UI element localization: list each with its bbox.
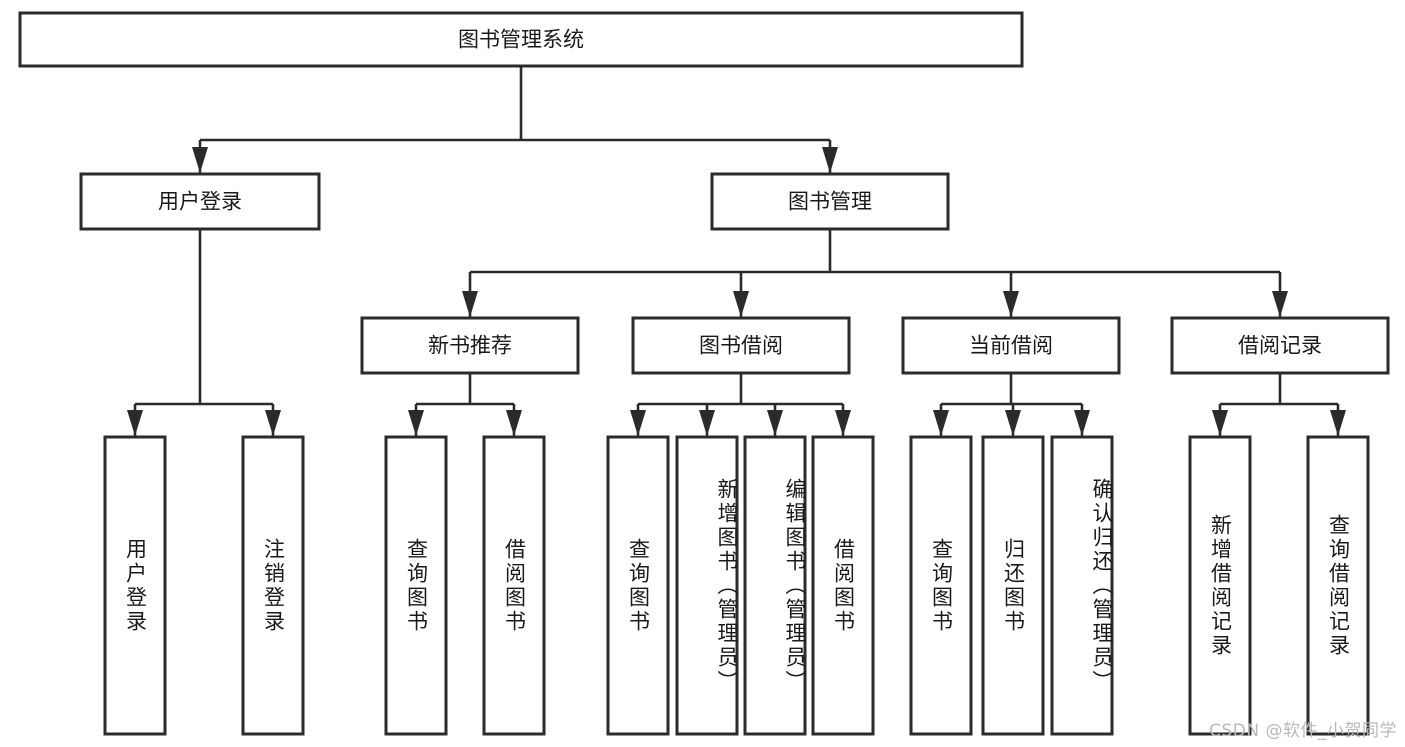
node-label: 图书管理系统	[458, 28, 584, 52]
arrow-head	[1330, 410, 1346, 436]
arrow-head	[933, 410, 949, 436]
arrow-head	[699, 410, 715, 436]
node-label: 新书推荐	[428, 334, 512, 358]
node-box[interactable]	[1306, 435, 1370, 736]
node-box[interactable]	[384, 435, 448, 736]
node-box[interactable]	[631, 316, 851, 375]
connector-layer	[127, 66, 1346, 436]
arrow-head	[835, 410, 851, 436]
node-box[interactable]	[482, 435, 546, 736]
node-box[interactable]	[710, 172, 950, 231]
watermark: CSDN @软件_小贺同学	[1209, 721, 1397, 741]
node-box[interactable]	[606, 435, 670, 736]
node-box[interactable]	[981, 435, 1045, 736]
node-box[interactable]	[1170, 316, 1390, 375]
arrow-head	[822, 147, 838, 173]
node-box[interactable]	[811, 435, 875, 736]
arrow-head	[1003, 291, 1019, 317]
node-label: 用户登录	[158, 190, 242, 214]
arrow-head	[462, 291, 478, 317]
node-box[interactable]	[675, 435, 739, 736]
node-box[interactable]	[1188, 435, 1252, 736]
arrow-head	[506, 410, 522, 436]
arrow-head	[630, 410, 646, 436]
arrow-head	[1212, 410, 1228, 436]
node-label: 当前借阅	[969, 334, 1053, 358]
node-box[interactable]	[103, 435, 167, 736]
arrow-head	[1272, 291, 1288, 317]
arrow-head	[265, 410, 281, 436]
node-label: 借阅记录	[1238, 334, 1322, 358]
arrow-head	[127, 410, 143, 436]
arrow-head	[733, 291, 749, 317]
node-label: 图书借阅	[699, 334, 783, 358]
node-box[interactable]	[18, 11, 1024, 68]
node-box[interactable]	[909, 435, 973, 736]
arrow-head	[1074, 410, 1090, 436]
arrow-head	[408, 410, 424, 436]
node-box[interactable]	[743, 435, 807, 736]
node-box[interactable]	[901, 316, 1121, 375]
node-box-layer	[18, 11, 1390, 736]
arrow-head	[192, 147, 208, 173]
node-box[interactable]	[1050, 435, 1114, 736]
arrow-head	[767, 410, 783, 436]
node-box[interactable]	[241, 435, 305, 736]
node-box[interactable]	[360, 316, 580, 375]
node-label: 图书管理	[788, 190, 872, 214]
node-box[interactable]	[79, 172, 321, 231]
arrow-head	[1005, 410, 1021, 436]
